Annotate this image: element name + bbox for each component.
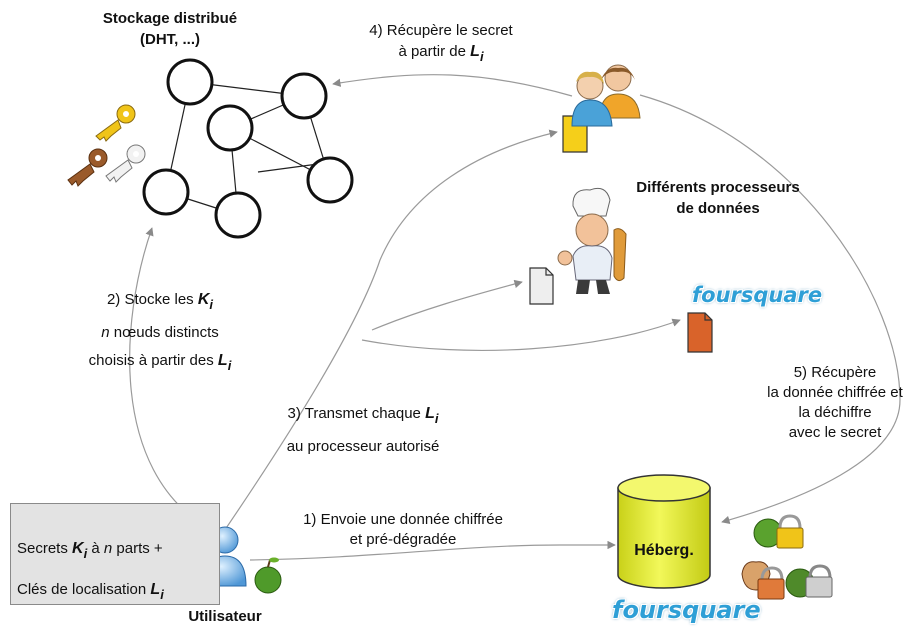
processors-title: Différents processeurs de données	[598, 177, 838, 219]
foursquare-logo-host: foursquare	[612, 596, 761, 624]
dht-node	[142, 168, 190, 216]
step2-line2: n nœuds distincts	[101, 324, 219, 341]
users-group-icon	[571, 64, 641, 127]
user-label: Utilisateur	[188, 608, 262, 625]
arrow-step3-chef	[371, 279, 523, 331]
step3-line2: au processeur autorisé	[286, 438, 440, 455]
dht-node	[206, 104, 254, 152]
step3-line1: 3) Transmet chaque Li	[287, 405, 439, 426]
apple-bitten-lock-orange-icon	[741, 561, 785, 600]
apple-lock-silver-icon	[785, 564, 833, 598]
key-gold-icon	[95, 104, 136, 142]
dht-node	[306, 156, 354, 204]
processors-title-line1: Différents processeurs	[636, 179, 800, 196]
host-cylinder	[617, 474, 711, 589]
step1-line1: 1) Envoie une donnée chiffrée	[303, 511, 503, 528]
arrow-step1	[249, 540, 616, 561]
arrow-step4	[332, 74, 573, 97]
user-location-keys-line: Clés de localisation Li	[17, 581, 164, 602]
processors-title-line2: de données	[676, 200, 760, 217]
storage-title: Stockage distribué (DHT, ...)	[70, 8, 270, 50]
step5-line3: la déchiffre	[798, 404, 872, 421]
dht-node	[166, 58, 214, 106]
step5-line2: la donnée chiffrée et	[767, 384, 903, 401]
step3-label: 3) Transmet chaque Li au processeur auto…	[248, 400, 478, 461]
arrow-step3-users	[217, 129, 558, 541]
storage-title-line2: (DHT, ...)	[140, 31, 200, 48]
dht-node	[214, 191, 262, 239]
step4-line1: 4) Récupère le secret	[369, 22, 513, 39]
doc-white-icon	[529, 267, 554, 305]
user-secrets-box: Secrets Ki à n parts + Clés de localisat…	[10, 503, 220, 605]
step2-line3: choisis à partir des Li	[88, 352, 232, 373]
step4-line2: à partir de Li	[398, 43, 484, 64]
arrow-step2	[129, 227, 209, 529]
storage-title-line1: Stockage distribué	[102, 10, 238, 27]
chef-icon	[557, 187, 627, 294]
step1-label: 1) Envoie une donnée chiffrée et pré-dég…	[268, 510, 538, 550]
step2-label: 2) Stocke les Ki n nœuds distincts chois…	[40, 286, 280, 380]
step5-line1: 5) Récupère	[793, 364, 877, 381]
key-silver-icon	[105, 144, 146, 183]
host-label: Héberg.	[634, 542, 694, 559]
key-brown-icon	[67, 148, 108, 187]
arrow-step3-foursquare	[361, 318, 681, 351]
step5-label: 5) Récupère la donnée chiffrée et la déc…	[750, 363, 920, 443]
apple-lock-gold-icon	[753, 514, 804, 549]
step5-line4: avec le secret	[788, 424, 882, 441]
foursquare-logo-processor: foursquare	[692, 283, 823, 307]
apple-green-icon	[254, 557, 282, 594]
doc-orange-icon	[687, 312, 713, 353]
step4-label: 4) Récupère le secret à partir de Li	[336, 20, 546, 67]
dht-node	[280, 72, 328, 120]
arrow-step5	[639, 94, 901, 524]
user-secrets-line: Secrets Ki à n parts +	[17, 540, 163, 561]
dht-graph-nodes	[142, 58, 354, 239]
step1-line2: et pré-dégradée	[349, 531, 457, 548]
step2-line1: 2) Stocke les Ki	[106, 291, 214, 312]
